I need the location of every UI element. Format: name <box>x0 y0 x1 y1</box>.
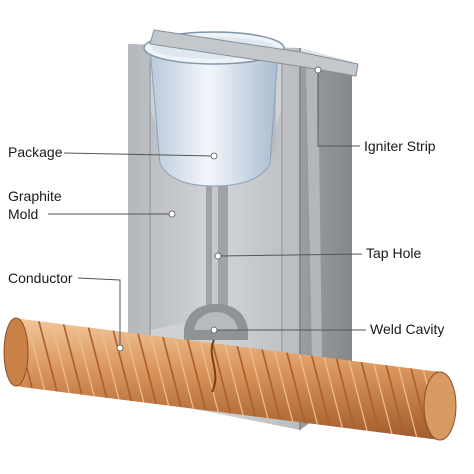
dot-igniter-strip <box>314 66 322 74</box>
conductor-strand <box>456 310 474 450</box>
package-cup-body <box>149 47 279 187</box>
leader-package <box>63 152 215 157</box>
dot-package <box>210 152 218 160</box>
dot-conductor <box>116 344 124 352</box>
leader-conductor <box>77 277 121 348</box>
label-igniter-strip: Igniter Strip <box>364 138 436 154</box>
label-graphite-mold-line2: Mold <box>8 206 39 222</box>
label-weld-cavity: Weld Cavity <box>370 321 445 337</box>
leader-tap-hole <box>217 253 363 257</box>
label-package: Package <box>8 144 63 160</box>
conductor-joint <box>210 339 217 393</box>
weld-cavity-highlight <box>194 312 238 330</box>
dot-weld-cavity <box>210 326 218 334</box>
conductor-left-end <box>3 317 29 387</box>
tap-hole-highlight <box>212 182 218 312</box>
leader-dots <box>116 66 322 352</box>
igniter-strip-band <box>149 29 359 77</box>
leader-lines <box>48 70 366 348</box>
conductor-strand <box>468 310 474 450</box>
label-conductor: Conductor <box>8 270 73 286</box>
dot-graphite-mold <box>168 210 176 218</box>
label-graphite-mold-line1: Graphite <box>8 188 62 204</box>
dot-tap-hole <box>214 252 222 260</box>
label-tap-hole: Tap Hole <box>366 245 422 261</box>
leader-igniter-strip <box>317 70 360 147</box>
conductor-right-end <box>423 371 457 441</box>
